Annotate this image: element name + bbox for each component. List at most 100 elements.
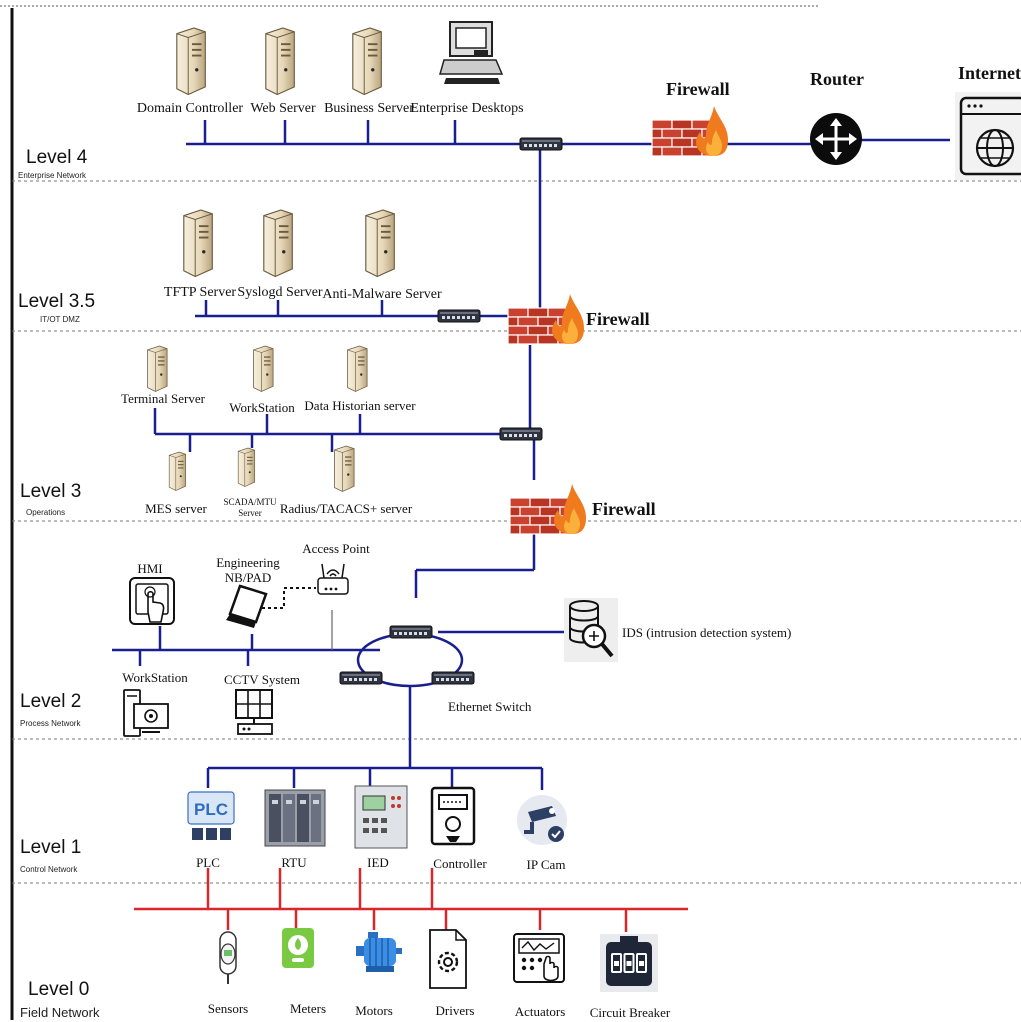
level35-firewall-label: Firewall <box>586 309 650 329</box>
data-historian-label: Data Historian server <box>304 398 416 413</box>
rtu-label: RTU <box>281 855 307 870</box>
level4-subtitle: Enterprise Network <box>18 171 87 180</box>
domain-controller-server-icon <box>176 27 206 96</box>
workstation-server-icon <box>253 345 274 392</box>
engineering-label-line1: Engineering <box>216 555 280 570</box>
scada-mtu-label: SCADA/MTU <box>223 497 277 507</box>
ip-cam-label: IP Cam <box>526 857 566 872</box>
actuators-label: Actuators <box>514 1004 566 1019</box>
level35-label: Level 3.5 <box>18 291 96 312</box>
level2-links <box>112 610 568 770</box>
level2-left-switch-icon <box>339 671 383 685</box>
access-point-label: Access Point <box>302 541 370 556</box>
scada-mtu-server-icon <box>237 447 256 487</box>
level0-subtitle: Field Network <box>20 1005 100 1020</box>
controller-label: Controller <box>433 856 487 871</box>
drivers-label: Drivers <box>435 1003 475 1018</box>
level2-core-switch-icon <box>389 625 433 639</box>
radius-tacacs-server-icon <box>334 445 355 492</box>
web-server-icon <box>265 27 295 96</box>
controller-device-icon <box>430 786 476 846</box>
rtu-rack-icon <box>264 789 326 847</box>
level1-links <box>206 768 544 790</box>
engineering-label-line2: NB/PAD <box>224 570 272 585</box>
level0-label: Level 0 <box>28 979 90 1000</box>
level3-switch-icon <box>499 427 543 441</box>
internet-label: Internet <box>958 63 1021 83</box>
plc-badge-label: PLC <box>194 800 228 819</box>
workstation-server-label: WorkStation <box>229 400 295 415</box>
actuator-panel-icon <box>513 933 565 983</box>
router-label: Router <box>810 69 864 89</box>
mes-server-icon <box>168 451 187 491</box>
workstation-computer-icon <box>123 689 169 737</box>
business-server-icon <box>352 27 382 96</box>
level4-switch-icon <box>519 137 563 151</box>
plc-label: PLC <box>196 855 220 870</box>
level35-firewall-icon <box>507 293 585 345</box>
mes-server-label: MES server <box>145 501 207 516</box>
driver-gear-icon <box>429 929 467 989</box>
meter-icon <box>282 928 314 968</box>
scada-server-label: Server <box>238 508 262 518</box>
circuit-breaker-label: Circuit Breaker <box>589 1005 671 1020</box>
level2-right-switch-icon <box>431 671 475 685</box>
level2-subtitle: Process Network <box>20 719 81 728</box>
workstation-label: WorkStation <box>122 670 188 685</box>
desktop-computer-icon <box>439 21 504 84</box>
level4-firewall-label: Firewall <box>666 79 730 99</box>
level4-links <box>186 120 950 312</box>
anti-malware-server-icon <box>365 209 395 278</box>
radius-tacacs-label: Radius/TACACS+ server <box>279 501 413 516</box>
engineering-laptop-icon <box>226 584 268 628</box>
tftp-server-icon <box>183 209 213 278</box>
terminal-server-label: Terminal Server <box>121 391 205 406</box>
level35-switch-icon <box>437 309 481 323</box>
level3-firewall-icon <box>509 483 587 535</box>
data-historian-server-icon <box>347 345 368 392</box>
ied-device-icon <box>354 785 408 849</box>
hmi-label: HMI <box>137 561 163 576</box>
level1-subtitle: Control Network <box>20 865 78 874</box>
level1-label: Level 1 <box>20 837 82 858</box>
level3-firewall-label: Firewall <box>592 499 656 519</box>
motors-label: Motors <box>355 1003 393 1018</box>
syslogd-server-icon <box>263 209 293 278</box>
circuit-breaker-icon <box>600 934 658 992</box>
ids-label: IDS (intrusion detection system) <box>622 625 792 640</box>
level3-links <box>153 408 536 598</box>
plc-device-icon: PLC <box>187 791 235 840</box>
cctv-label: CCTV System <box>224 672 300 687</box>
motor-icon <box>356 932 402 972</box>
sensor-icon <box>219 931 237 984</box>
router-icon <box>810 113 862 165</box>
tftp-server-label: TFTP Server <box>163 285 237 300</box>
level35-subtitle: IT/OT DMZ <box>40 315 80 324</box>
ip-camera-icon <box>517 795 567 845</box>
level4-label: Level 4 <box>26 147 88 168</box>
terminal-server-icon <box>147 345 168 392</box>
enterprise-desktops-label: Enterprise Desktops <box>410 101 524 116</box>
syslogd-server-label: Syslogd Server <box>237 285 323 300</box>
sensors-label: Sensors <box>207 1001 249 1016</box>
web-server-label: Web Server <box>250 101 316 116</box>
level0-links <box>134 868 688 932</box>
access-point-icon <box>317 563 349 595</box>
ethernet-switch-label: Ethernet Switch <box>448 699 532 714</box>
business-server-label: Business Server <box>324 101 414 116</box>
meters-label: Meters <box>289 1001 327 1016</box>
internet-globe-icon <box>955 92 1021 180</box>
level4-firewall-icon <box>651 105 729 157</box>
cctv-monitor-icon <box>235 689 273 735</box>
domain-controller-label: Domain Controller <box>136 101 244 116</box>
hmi-touch-icon <box>129 577 175 625</box>
wireless-link <box>262 587 316 609</box>
level3-label: Level 3 <box>20 481 82 502</box>
anti-malware-server-label: Anti-Malware Server <box>322 287 442 302</box>
level2-label: Level 2 <box>20 691 82 712</box>
level3-subtitle: Operations <box>26 508 66 517</box>
ied-label: IED <box>367 855 389 870</box>
frame <box>0 5 820 1020</box>
ids-database-icon <box>564 598 618 662</box>
